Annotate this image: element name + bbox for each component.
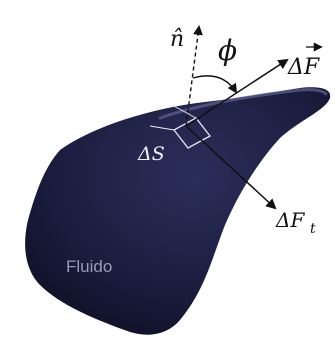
angle-label: ϕ xyxy=(218,34,237,67)
fluid-body-shape xyxy=(25,87,331,335)
area-element-label: ΔS xyxy=(137,143,165,165)
angle-arc xyxy=(192,75,238,94)
right-angle-marker xyxy=(149,125,175,131)
tangential-force-text: ΔF xyxy=(275,208,305,232)
right-angle-marker-2 xyxy=(171,104,197,119)
tangential-force-label: ΔF t xyxy=(275,208,316,237)
tangential-force-arrow xyxy=(185,125,277,210)
area-element-square xyxy=(173,117,211,149)
normal-vector-arrow xyxy=(185,25,203,127)
area-element xyxy=(149,104,211,149)
normal-vector-label: n̂ xyxy=(170,27,184,52)
fluid-label: Fluido xyxy=(66,257,112,276)
fluid-highlight xyxy=(158,88,328,120)
force-vector-text: ΔF xyxy=(287,55,320,80)
tangential-force-subscript: t xyxy=(310,221,316,237)
force-vector-label: ΔF xyxy=(287,42,323,80)
